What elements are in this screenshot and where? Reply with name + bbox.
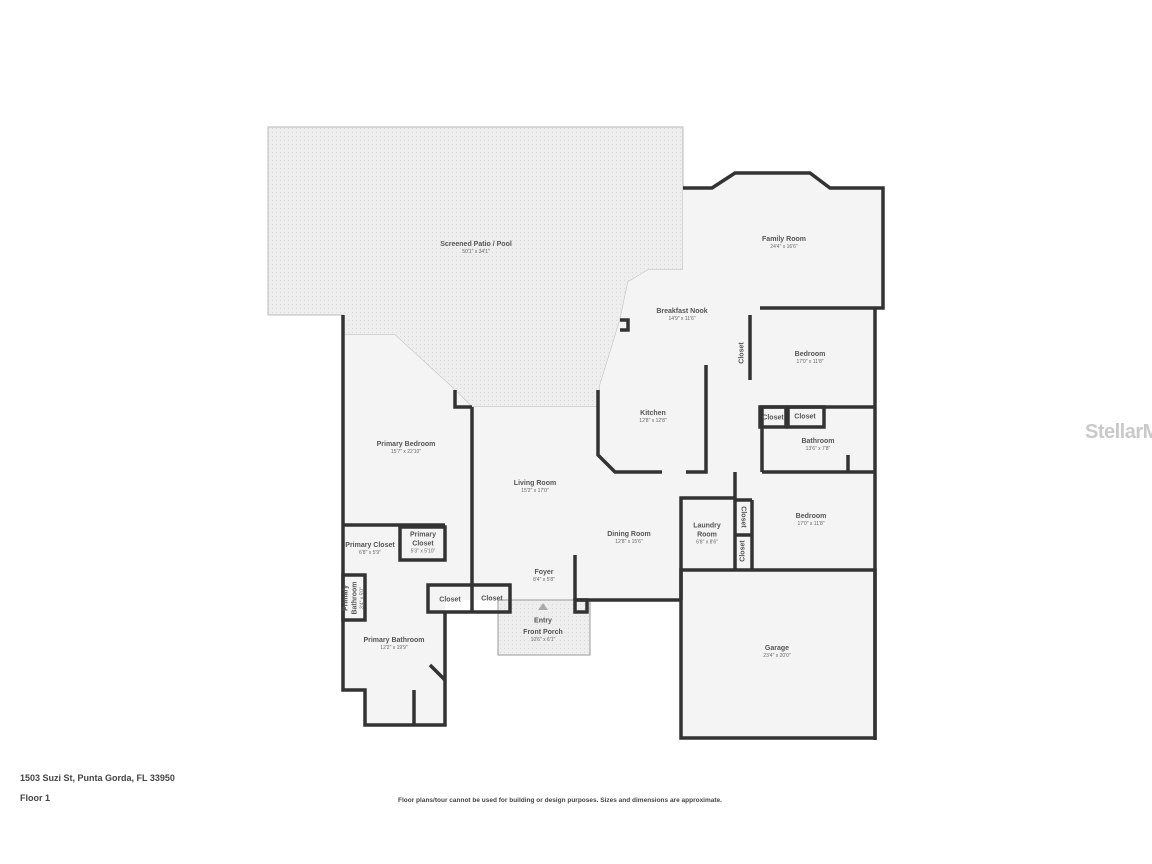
room-name: Closet <box>738 342 746 364</box>
room-dim: 12'8" x 12'8" <box>639 418 667 424</box>
room-closet-laundry-1: Closet <box>739 506 748 527</box>
room-dim: 12'8" x 15'6" <box>615 539 643 545</box>
room-entry: Entry <box>534 617 552 626</box>
room-name: Laundry Room <box>693 522 721 539</box>
room-name: Bedroom <box>795 513 827 520</box>
room-closet-a: Closet <box>762 414 783 423</box>
room-name: Closet <box>762 414 784 422</box>
room-dim: 5'3" x 5'10" <box>410 548 436 555</box>
room-name: Closet <box>794 413 816 421</box>
entry-arrow-icon <box>538 603 548 610</box>
room-dim: 12'2" x 19'9" <box>380 645 408 651</box>
room-dim: 15'7" x 22'10" <box>390 449 422 455</box>
room-dim: 8'4" x 5'8" <box>533 577 555 583</box>
room-name: Closet <box>739 506 747 528</box>
room-dim: 13'6" x 7'8" <box>805 446 831 452</box>
room-name: Entry <box>534 617 552 625</box>
room-dim: 17'0" x 11'8" <box>797 521 825 527</box>
watermark-logo: StellarMLS <box>1085 421 1152 443</box>
room-name: Closet <box>439 596 461 604</box>
room-name: Primary Closet <box>345 542 395 549</box>
room-closet-foyer-1: Closet <box>439 596 460 605</box>
room-name: Family Room <box>762 236 806 243</box>
room-dim: 50'1" x 34'1" <box>462 249 490 255</box>
disclaimer-text: Floor plans/tour cannot be used for buil… <box>398 797 722 804</box>
room-closet-bedroom-1: Closet <box>738 342 747 363</box>
room-name: Bathroom <box>801 438 835 445</box>
room-closet-b: Closet <box>794 413 815 422</box>
room-dim: 23'4" x 20'0" <box>763 653 791 659</box>
room-name: Closet <box>739 540 747 562</box>
room-dim: 24'4" x 16'6" <box>770 244 798 250</box>
room-name: Breakfast Nook <box>656 308 708 315</box>
room-name: Kitchen <box>640 410 666 417</box>
house-floor <box>343 173 883 738</box>
room-closet-foyer-2: Closet <box>481 595 502 604</box>
room-name: Foyer <box>534 569 554 576</box>
porch-area <box>497 599 591 656</box>
room-name: Primary Bedroom <box>376 441 436 448</box>
room-dim: 15'2" x 17'0" <box>521 488 549 494</box>
room-name: Primary Bathroom <box>342 581 359 615</box>
room-dim: 3'4" x 5'0" <box>359 587 366 609</box>
walls <box>341 171 885 740</box>
room-name: Bedroom <box>794 351 826 358</box>
room-dim: 6'8" x 8'6" <box>696 539 718 546</box>
room-name: Dining Room <box>607 531 651 538</box>
room-dim: 14'9" x 11'6" <box>668 316 696 322</box>
address-label: 1503 Suzi St, Punta Gorda, FL 33950 <box>20 773 175 783</box>
room-dim: 6'8" x 5'9" <box>359 550 381 556</box>
floor-label: Floor 1 <box>20 793 51 803</box>
room-dim: 17'0" x 11'8" <box>796 359 824 365</box>
room-name: Primary Bathroom <box>363 637 425 644</box>
room-dim: 10'6" x 6'1" <box>530 637 556 643</box>
room-name: Primary Closet <box>409 531 437 548</box>
room-name: Front Porch <box>523 629 563 636</box>
room-name: Screened Patio / Pool <box>440 241 512 248</box>
room-name: Garage <box>764 645 790 652</box>
room-name: Living Room <box>513 480 557 487</box>
room-closet-laundry-2: Closet <box>739 540 748 561</box>
room-name: Closet <box>481 595 503 603</box>
